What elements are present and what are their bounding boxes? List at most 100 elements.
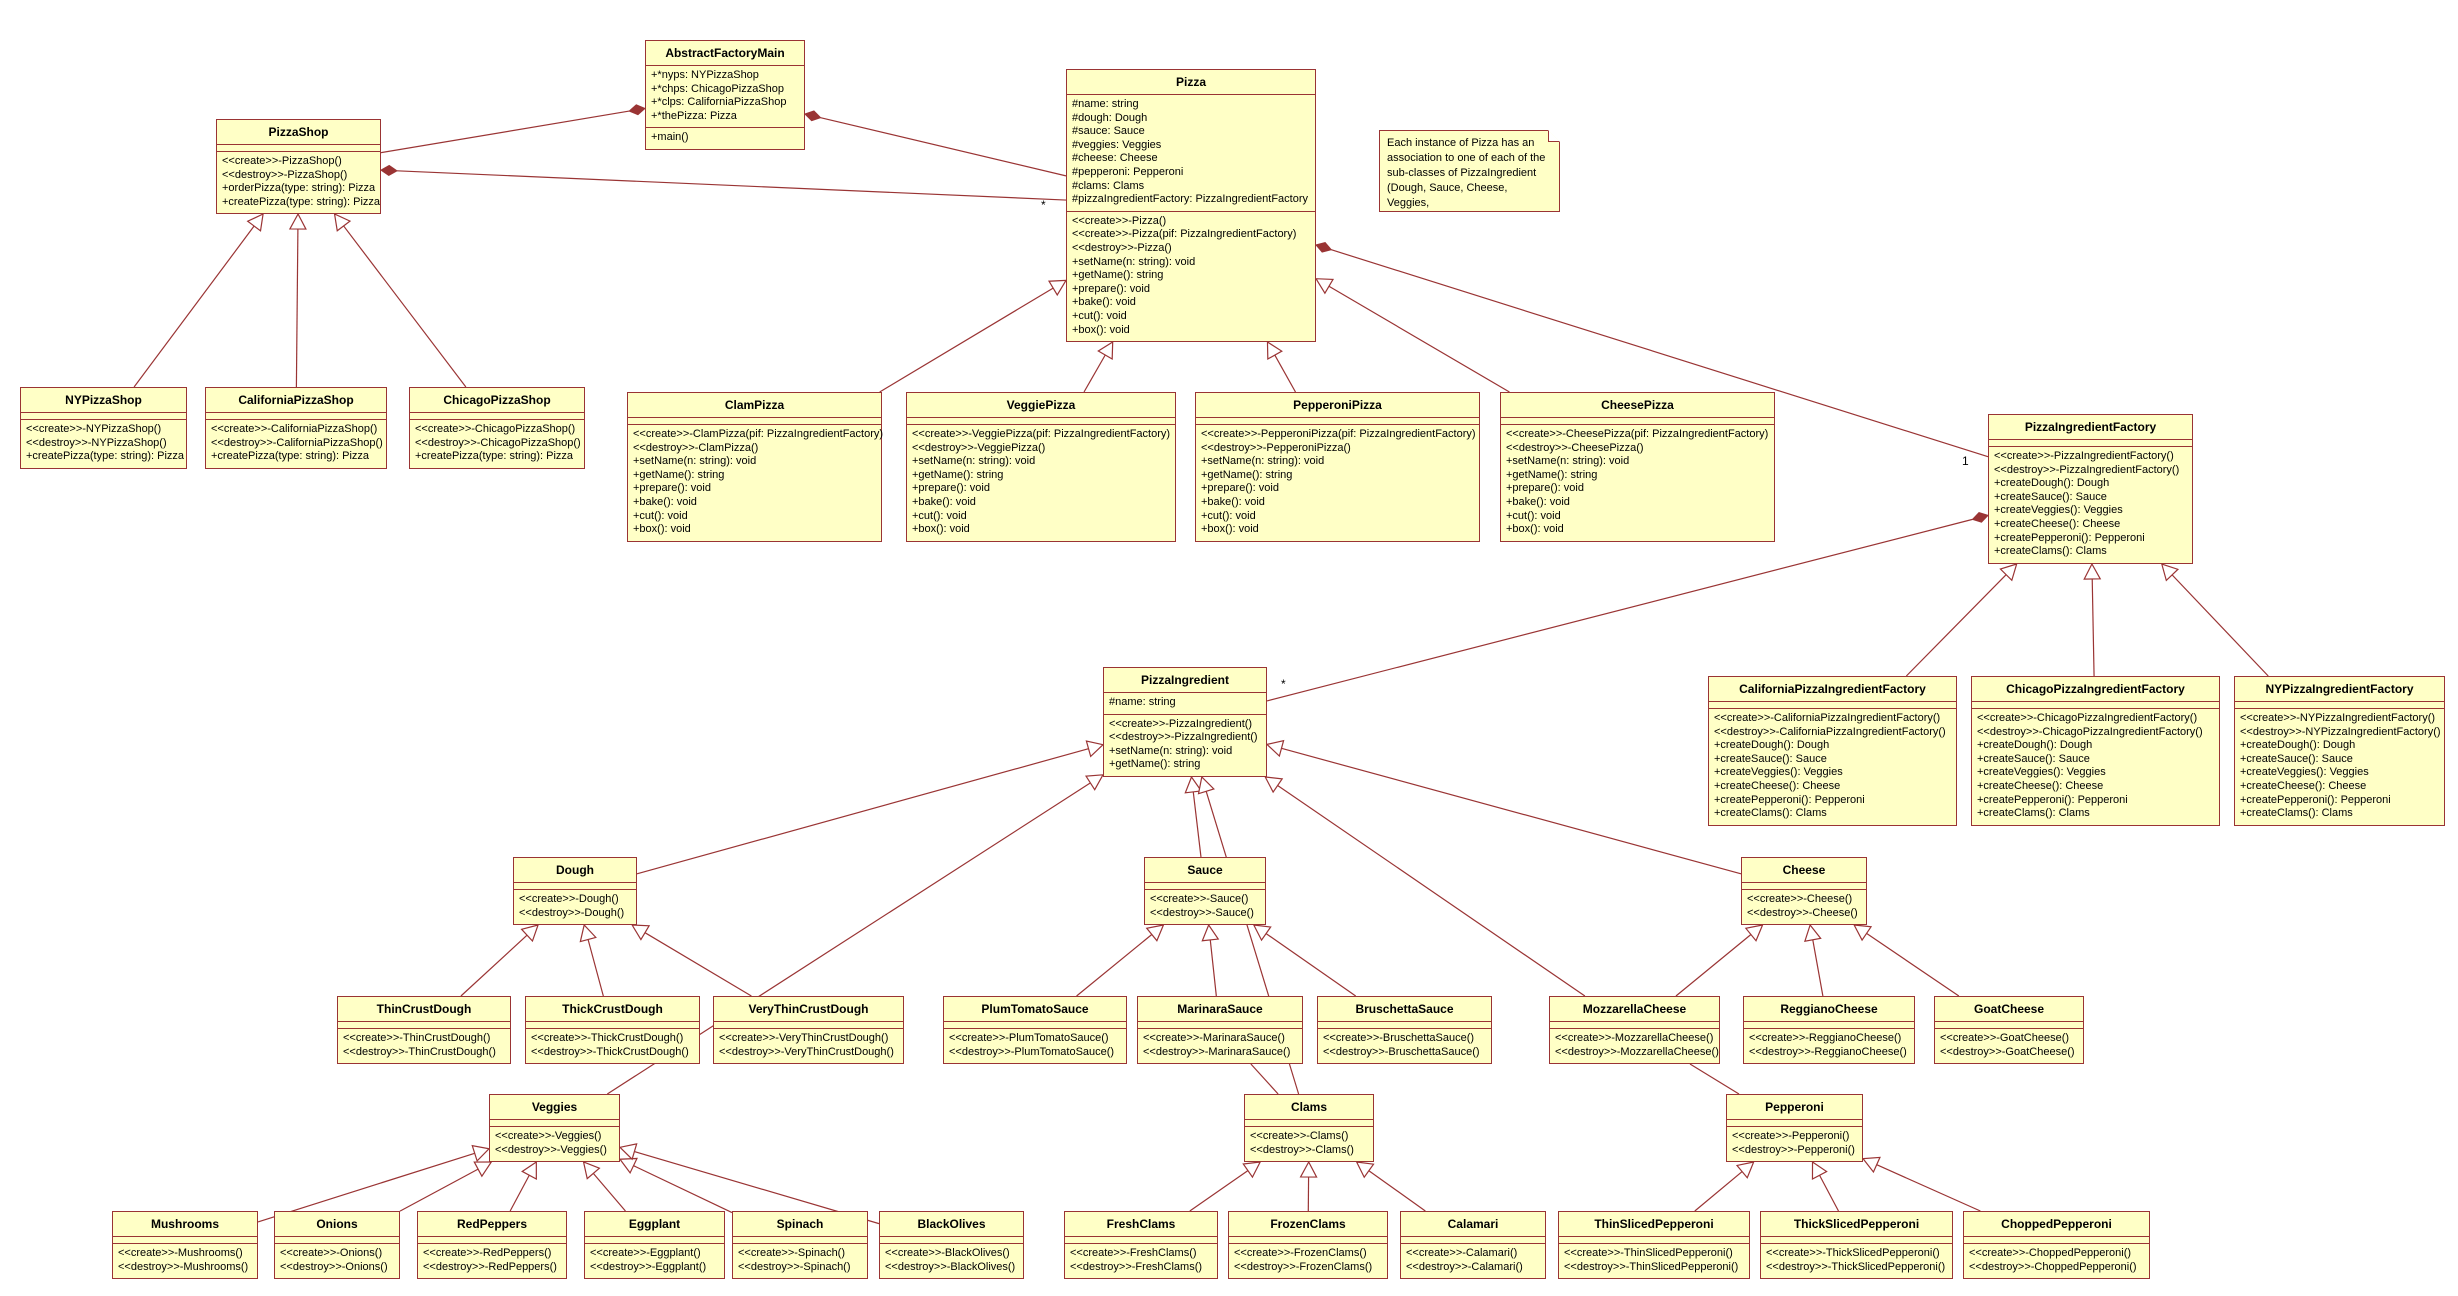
- generalization-arrowhead: [1047, 279, 1068, 297]
- class-mushrooms[interactable]: Mushrooms<<create>>-Mushrooms()<<destroy…: [112, 1211, 258, 1280]
- class-pepperoni[interactable]: Pepperoni<<create>>-Pepperoni()<<destroy…: [1726, 1094, 1863, 1163]
- generalization-arrowhead: [1264, 776, 1284, 794]
- operation: <<destroy>>-ThickCrustDough(): [531, 1045, 689, 1058]
- class-pizza-shop[interactable]: PizzaShop<<create>>-PizzaShop()<<destroy…: [216, 119, 381, 215]
- operation: <<create>>-Calamari(): [1406, 1247, 1518, 1259]
- operation: +createVeggies(): Veggies: [2240, 766, 2369, 779]
- operation: +createSauce(): Sauce: [2240, 752, 2353, 765]
- class-sauce[interactable]: Sauce<<create>>-Sauce()<<destroy>>-Sauce…: [1144, 857, 1266, 926]
- class-onions[interactable]: Onions<<create>>-Onions()<<destroy>>-Oni…: [274, 1211, 400, 1280]
- class-name: PepperoniPizza: [1196, 393, 1479, 418]
- class-pizza-ingredient-factory[interactable]: PizzaIngredientFactory<<create>>-PizzaIn…: [1988, 414, 2193, 564]
- class-chopped-pepperoni[interactable]: ChoppedPepperoni<<create>>-ChoppedPepper…: [1963, 1211, 2150, 1280]
- class-name: ThinSlicedPepperoni: [1559, 1212, 1749, 1237]
- class-calamari[interactable]: Calamari<<create>>-Calamari()<<destroy>>…: [1400, 1211, 1546, 1280]
- class-eggplant[interactable]: Eggplant<<create>>-Eggplant()<<destroy>>…: [584, 1211, 725, 1280]
- class-goat-cheese[interactable]: GoatCheese<<create>>-GoatCheese()<<destr…: [1934, 996, 2084, 1065]
- operation: <<create>>-PlumTomatoSauce(): [949, 1032, 1109, 1044]
- generalization-arrowhead: [1097, 340, 1114, 361]
- class-thin-sliced-pepperoni[interactable]: ThinSlicedPepperoni<<create>>-ThinSliced…: [1558, 1211, 1750, 1280]
- generalization-arrowhead: [1145, 924, 1165, 942]
- class-mozzarella-cheese[interactable]: MozzarellaCheese<<create>>-MozzarellaChe…: [1549, 996, 1720, 1065]
- generalization-arrowhead: [1735, 1161, 1755, 1179]
- class-spinach[interactable]: Spinach<<create>>-Spinach()<<destroy>>-S…: [732, 1211, 868, 1280]
- class-dough[interactable]: Dough<<create>>-Dough()<<destroy>>-Dough…: [513, 857, 637, 926]
- operation: <<destroy>>-BruschettaSauce(): [1323, 1045, 1480, 1058]
- class-ny-pizza-ingredient-factory[interactable]: NYPizzaIngredientFactory<<create>>-NYPiz…: [2234, 676, 2445, 826]
- operation: +setName(n: string): void: [1109, 744, 1233, 757]
- operation: +cut(): void: [1072, 309, 1127, 322]
- operation: <<destroy>>-Veggies(): [495, 1143, 607, 1156]
- operation: +createClams(): Clams: [1977, 807, 2090, 820]
- attributes-compartment: [1229, 1237, 1387, 1244]
- generalization-arrowhead: [1999, 563, 2018, 582]
- class-california-pizza-shop[interactable]: CaliforniaPizzaShop <<create>>-California…: [205, 387, 387, 469]
- class-plum-tomato-sauce[interactable]: PlumTomatoSauce<<create>>-PlumTomatoSauc…: [943, 996, 1127, 1065]
- class-frozen-clams[interactable]: FrozenClams<<create>>-FrozenClams()<<des…: [1228, 1211, 1388, 1280]
- operation: +setName(n: string): void: [1506, 455, 1630, 468]
- class-abstract-factory-main[interactable]: AbstractFactoryMain+*nyps: NYPizzaShop+*…: [645, 40, 805, 150]
- class-veggie-pizza[interactable]: VeggiePizza<<create>>-VeggiePizza(pif: P…: [906, 392, 1176, 542]
- edge-generalization-eggplant-to-veggies: [582, 1161, 626, 1212]
- class-veggies[interactable]: Veggies<<create>>-Veggies()<<destroy>>-V…: [489, 1094, 620, 1163]
- class-thin-crust-dough[interactable]: ThinCrustDough<<create>>-ThinCrustDough(…: [337, 996, 511, 1065]
- operation: +cut(): void: [1201, 509, 1256, 522]
- class-bruschetta-sauce[interactable]: BruschettaSauce<<create>>-BruschettaSauc…: [1317, 996, 1492, 1065]
- class-name: RedPeppers: [418, 1212, 566, 1237]
- generalization-arrowhead: [1242, 1161, 1262, 1179]
- operation: +getName(): string: [1109, 758, 1201, 771]
- edge-generalization-california-pizza-shop-to-pizza-shop: [288, 212, 307, 388]
- class-red-peppers[interactable]: RedPeppers<<create>>-RedPeppers()<<destr…: [417, 1211, 567, 1280]
- class-chicago-pizza-shop[interactable]: ChicagoPizzaShop<<create>>-ChicagoPizzaS…: [409, 387, 585, 469]
- operation: <<destroy>>-ThickSlicedPepperoni(): [1766, 1260, 1946, 1273]
- operation: <<create>>-PizzaShop(): [222, 155, 342, 167]
- attributes-compartment: [1196, 418, 1479, 425]
- class-fresh-clams[interactable]: FreshClams<<create>>-FreshClams()<<destr…: [1064, 1211, 1218, 1280]
- class-chicago-pizza-ingredient-factory[interactable]: ChicagoPizzaIngredientFactory<<create>>-…: [1971, 676, 2220, 826]
- edge-generalization-chicago-pizza-ingredient-factory-to-pizza-ingredient-factory: [2083, 562, 2102, 677]
- operation: <<create>>-NYPizzaShop(): [26, 423, 162, 435]
- operations-compartment: <<create>>-Veggies()<<destroy>>-Veggies(…: [490, 1127, 619, 1161]
- class-california-pizza-ingredient-factory[interactable]: CaliforniaPizzaIngredientFactory<<create…: [1708, 676, 1957, 826]
- class-black-olives[interactable]: BlackOlives<<create>>-BlackOlives()<<des…: [879, 1211, 1024, 1280]
- operations-compartment: <<create>>-FrozenClams()<<destroy>>-Froz…: [1229, 1244, 1387, 1278]
- class-thick-crust-dough[interactable]: ThickCrustDough<<create>>-ThickCrustDoug…: [525, 996, 700, 1065]
- class-ny-pizza-shop[interactable]: NYPizzaShop<<create>>-NYPizzaShop()<<des…: [20, 387, 187, 469]
- operations-compartment: <<create>>-CheesePizza(pif: PizzaIngredi…: [1501, 425, 1774, 541]
- class-very-thin-crust-dough[interactable]: VeryThinCrustDough<<create>>-VeryThinCru…: [713, 996, 904, 1065]
- class-reggiano-cheese[interactable]: ReggianoCheese<<create>>-ReggianoCheese(…: [1743, 996, 1915, 1065]
- operations-compartment: <<create>>-CaliforniaPizzaShop()<<destro…: [206, 420, 386, 468]
- operation: +createCheese(): Cheese: [1977, 779, 2104, 792]
- attribute: +*thePizza: Pizza: [651, 109, 737, 122]
- edge-generalization-mozzarella-cheese-to-cheese: [1675, 924, 1764, 997]
- generalization-arrowhead: [473, 1161, 493, 1178]
- edge-composition-abstract-factory-main-to-pizza: [804, 110, 1067, 177]
- edge-composition-pizza-shop-to-pizza: [380, 164, 1067, 201]
- operation: +createCheese(): Cheese: [2240, 779, 2367, 792]
- operation: <<destroy>>-NYPizzaIngredientFactory(): [2240, 725, 2441, 738]
- class-clam-pizza[interactable]: ClamPizza<<create>>-ClamPizza(pif: Pizza…: [627, 392, 883, 542]
- class-marinara-sauce[interactable]: MarinaraSauce<<create>>-MarinaraSauce()<…: [1137, 996, 1303, 1065]
- class-pepperoni-pizza[interactable]: PepperoniPizza<<create>>-PepperoniPizza(…: [1195, 392, 1480, 542]
- class-thick-sliced-pepperoni[interactable]: ThickSlicedPepperoni<<create>>-ThickSlic…: [1760, 1211, 1953, 1280]
- class-cheese[interactable]: Cheese<<create>>-Cheese()<<destroy>>-Che…: [1741, 857, 1867, 926]
- attributes-compartment: #name: string: [1104, 693, 1266, 715]
- operation: +setName(n: string): void: [633, 455, 757, 468]
- class-name: CaliforniaPizzaShop: [206, 388, 386, 413]
- operations-compartment: <<create>>-VeryThinCrustDough()<<destroy…: [714, 1029, 903, 1063]
- generalization-arrowhead: [1085, 740, 1105, 758]
- class-clams[interactable]: Clams<<create>>-Clams()<<destroy>>-Clams…: [1244, 1094, 1374, 1163]
- attributes-compartment: [733, 1237, 867, 1244]
- operation: <<destroy>>-BlackOlives(): [885, 1260, 1016, 1273]
- operation: <<destroy>>-FrozenClams(): [1234, 1260, 1373, 1273]
- operation: +createDough(): Dough: [1714, 739, 1830, 752]
- class-cheese-pizza[interactable]: CheesePizza<<create>>-CheesePizza(pif: P…: [1500, 392, 1775, 542]
- class-pizza-ingredient[interactable]: PizzaIngredient#name: string<<create>>-P…: [1103, 667, 1267, 777]
- operation: <<destroy>>-Calamari(): [1406, 1260, 1523, 1273]
- operations-compartment: <<create>>-Eggplant()<<destroy>>-Eggplan…: [585, 1244, 724, 1278]
- generalization-arrowhead: [521, 1160, 537, 1181]
- attributes-compartment: [206, 413, 386, 420]
- class-pizza[interactable]: Pizza#name: string#dough: Dough#sauce: S…: [1066, 69, 1316, 343]
- attributes-compartment: [490, 1120, 619, 1127]
